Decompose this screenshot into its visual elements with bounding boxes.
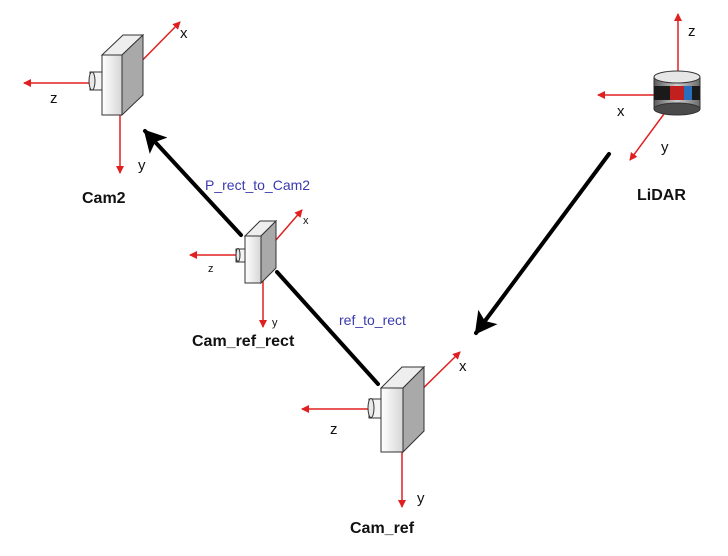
cam2-camera-icon	[88, 33, 145, 117]
cam-ref-rect-z-label: z	[208, 263, 214, 275]
cam2-x-label: x	[180, 25, 188, 42]
cam-ref-title: Cam_ref	[350, 520, 415, 537]
lidar-title: LiDAR	[637, 187, 686, 204]
cam-ref-x-label: x	[459, 358, 467, 375]
rect-to-cam2-label: P_rect_to_Cam2	[205, 177, 310, 193]
lidar-to-ref-arrow	[474, 152, 611, 335]
lidar-x-label: x	[617, 103, 625, 120]
cam-ref-frame: x z y Cam_ref	[301, 351, 467, 537]
lidar-frame: z x y LiDAR	[597, 13, 701, 204]
cam2-frame: x z y Cam2	[23, 21, 188, 207]
cam2-z-label: z	[50, 90, 58, 107]
cam-ref-rect-title: Cam_ref_rect	[192, 333, 295, 350]
lidar-sensor-icon	[653, 70, 701, 116]
cam-ref-rect-y-label: y	[272, 317, 278, 329]
lidar-z-label: z	[688, 23, 696, 40]
lidar-y-label: y	[661, 139, 669, 156]
cam-ref-camera-icon	[367, 365, 426, 454]
cam-ref-rect-camera-icon	[235, 219, 278, 285]
cam-ref-y-label: y	[417, 490, 425, 507]
ref-to-rect-label: ref_to_rect	[339, 312, 406, 328]
cam-ref-rect-x-label: x	[303, 215, 309, 227]
ref-to-rect-arrow	[275, 270, 380, 386]
rect-to-cam2-arrow	[143, 129, 243, 237]
cam-ref-rect-frame: x z y Cam_ref_rect	[189, 209, 309, 350]
cam-ref-z-label: z	[330, 421, 338, 438]
cam2-y-label: y	[138, 157, 146, 174]
cam2-title: Cam2	[82, 190, 126, 207]
